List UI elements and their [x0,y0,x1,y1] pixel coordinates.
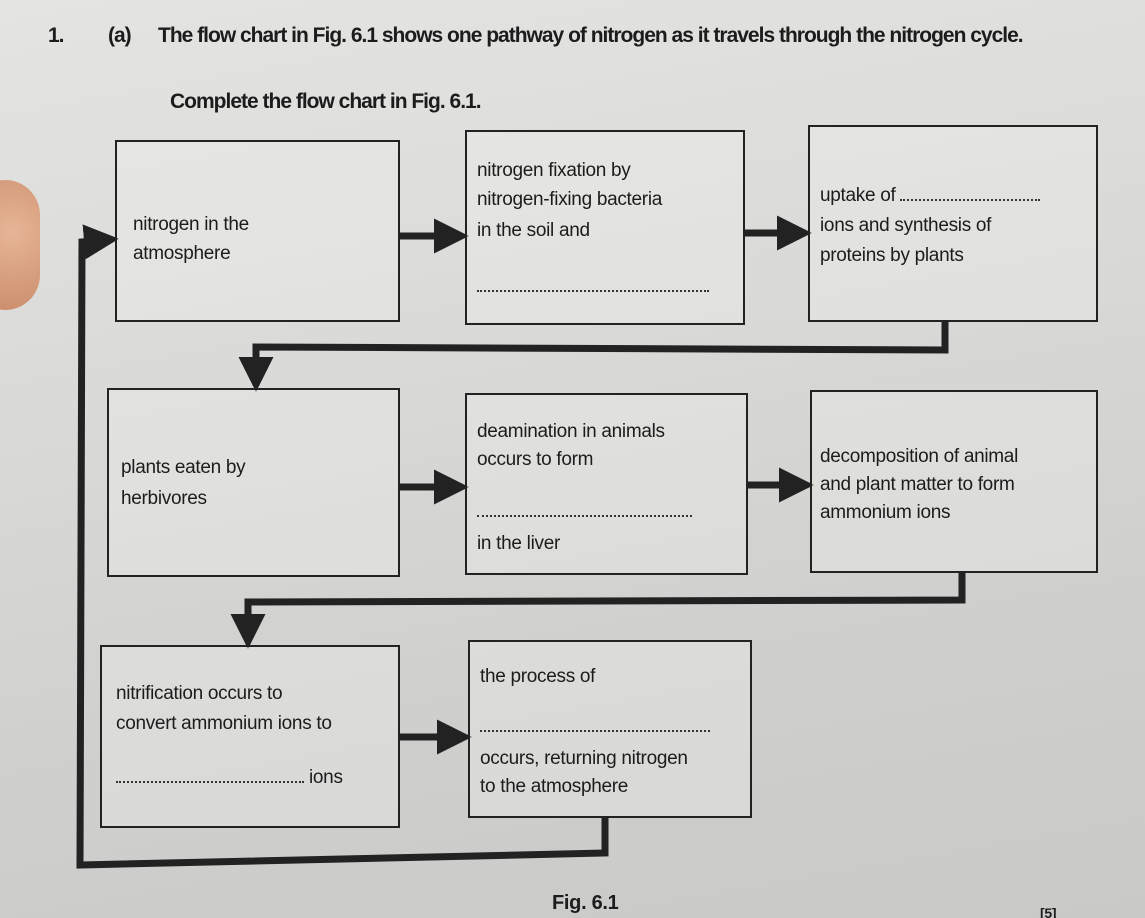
box3-line2: ions and synthesis of [820,215,992,236]
box1-line1: nitrogen in the [133,214,249,235]
box6-line1: decomposition of animal [820,446,1018,467]
answer-blank-3[interactable] [477,497,692,526]
question-intro: The flow chart in Fig. 6.1 shows one pat… [158,24,1024,47]
box8-line3: to the atmosphere [480,776,629,797]
box-nitrification: nitrification occurs to convert ammonium… [100,645,400,828]
box-decomposition: decomposition of animal and plant matter… [810,390,1098,573]
answer-blank-4[interactable] [116,763,304,783]
box-uptake: uptake of ions and synthesis of proteins… [808,125,1098,322]
answer-blank-1[interactable] [477,272,709,301]
box2-line3: in the soil and [477,220,590,241]
box-herbivores: plants eaten by herbivores [107,388,400,577]
box6-line2: and plant matter to form [820,474,1015,495]
box4-line1: plants eaten by [121,457,246,478]
box8-line1: the process of [480,666,596,687]
box3-line1: uptake of [820,181,1041,210]
box5-line3: in the liver [477,533,560,554]
answer-blank-2[interactable] [900,181,1041,201]
box-deamination: deamination in animals occurs to form in… [465,393,748,575]
box5-line2: occurs to form [477,449,594,470]
answer-blank-5[interactable] [480,712,710,741]
instruction: Complete the flow chart in Fig. 6.1. [170,90,482,113]
question-part: (a) [108,24,132,47]
marks: [5] [1040,905,1057,918]
box8-line2: occurs, returning nitrogen [480,748,688,769]
box7-line3: ions [116,763,343,792]
box-denitrification: the process of occurs, returning nitroge… [468,640,752,818]
arrow-3-4 [238,322,949,392]
box7-line2: convert ammonium ions to [116,713,332,734]
arrow-8-1 [76,224,609,869]
box6-line3: ammonium ions [820,502,951,523]
box1-line2: atmosphere [133,243,231,264]
box5-line1: deamination in animals [477,421,665,442]
box7-line1: nitrification occurs to [116,683,283,704]
box-nitrogen-atmosphere: nitrogen in the atmosphere [115,140,400,322]
question-number: 1. [48,24,64,47]
box-nitrogen-fixation: nitrogen fixation by nitrogen-fixing bac… [465,130,745,325]
box4-line2: herbivores [121,488,207,509]
arrow-6-7 [230,573,966,649]
figure-caption: Fig. 6.1 [552,892,619,914]
box2-line2: nitrogen-fixing bacteria [477,189,663,210]
box3-line3: proteins by plants [820,245,964,266]
finger [0,180,40,310]
box2-line1: nitrogen fixation by [477,160,631,181]
